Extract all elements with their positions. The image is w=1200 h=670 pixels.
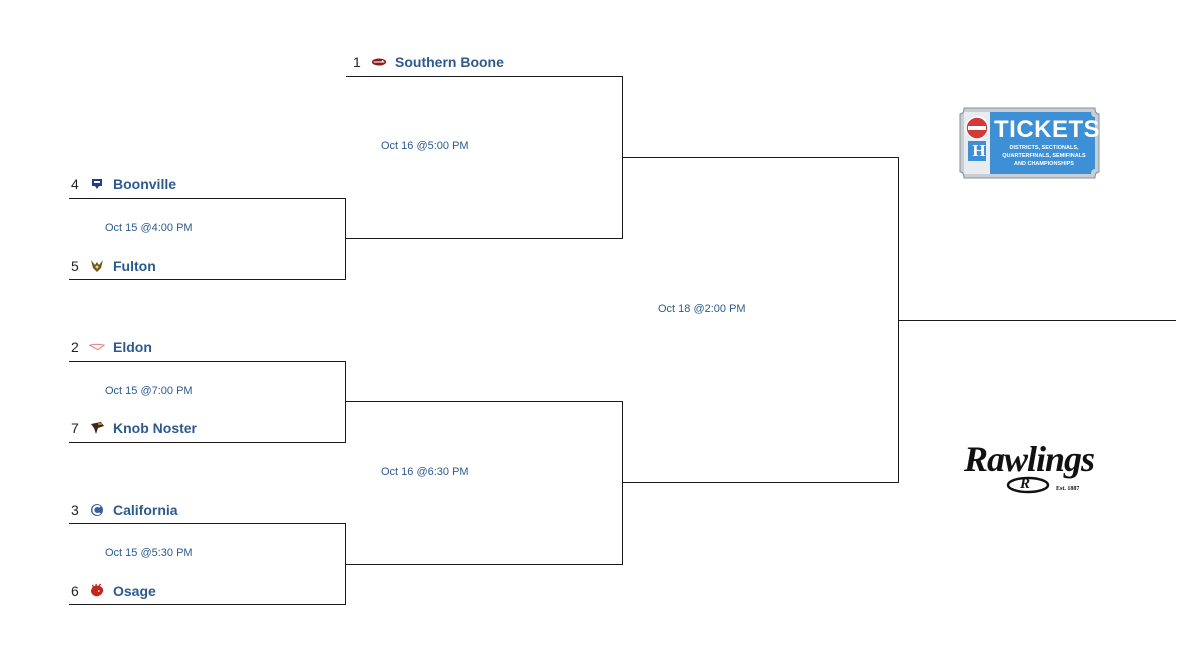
tickets-title: TICKETS [994,116,1101,143]
team-california[interactable]: 3 California [71,500,178,520]
tickets-badge-letter: H [972,141,986,160]
seed-number: 7 [71,420,79,436]
team-name[interactable]: Eldon [113,339,152,355]
team-name[interactable]: California [113,502,178,518]
bracket-line [346,564,623,565]
seed-number: 5 [71,258,79,274]
bracket-line [345,361,346,443]
bracket-line [622,76,623,239]
game-time-semi-bot[interactable]: Oct 16 @6:30 PM [381,466,469,478]
team-boonville[interactable]: 4 Boonville [71,174,176,194]
seed-number: 3 [71,502,79,518]
bracket-line [69,198,346,199]
seed-number: 4 [71,176,79,192]
bracket-line [623,482,899,483]
eldon-logo-icon [89,339,105,355]
bracket-line [346,238,623,239]
team-name[interactable]: Knob Noster [113,420,197,436]
team-name[interactable]: Boonville [113,176,177,192]
champion-line [899,320,1176,321]
fulton-logo-icon [89,258,105,274]
osage-logo-icon [89,583,105,599]
game-time-r1-top[interactable]: Oct 15 @4:00 PM [105,222,193,234]
bracket-line [69,523,346,524]
bracket-line [69,361,346,362]
bracket-line [69,279,346,280]
team-name[interactable]: Osage [113,583,156,599]
rawlings-swoosh [1006,476,1050,494]
team-fulton[interactable]: 5 Fulton [71,256,156,276]
team-name[interactable]: Southern Boone [395,54,504,70]
bracket-line [345,198,346,280]
tickets-line-2: QUARTERFINALS, SEMIFINALS [1002,153,1086,159]
bracket-line [346,401,623,402]
team-eldon[interactable]: 2 Eldon [71,337,152,357]
tickets-line-1: DISTRICTS, SECTIONALS, [1009,145,1079,151]
rawlings-emblem: R [1020,476,1031,492]
southern-boone-logo-icon [371,54,387,70]
team-southern-boone[interactable]: 1 Southern Boone [353,52,504,72]
tickets-line-3: AND CHAMPIONSHIPS [1014,161,1074,167]
bracket-line [346,76,623,77]
boonville-logo-icon [89,176,105,192]
seed-number: 1 [353,54,361,70]
team-knob-noster[interactable]: 7 Knob Noster [71,418,197,438]
game-time-r1-bot[interactable]: Oct 15 @5:30 PM [105,547,193,559]
game-time-final[interactable]: Oct 18 @2:00 PM [658,303,746,315]
california-logo-icon [89,502,105,518]
rawlings-wordmark: Rawlings [964,439,1095,479]
team-osage[interactable]: 6 Osage [71,581,156,601]
bracket-line [898,157,899,483]
game-time-semi-top[interactable]: Oct 16 @5:00 PM [381,140,469,152]
seed-number: 2 [71,339,79,355]
team-name[interactable]: Fulton [113,258,156,274]
bracket-line [622,401,623,565]
tickets-ad[interactable]: H TICKETS DISTRICTS, SECTIONALS, QUARTER… [958,106,1101,180]
game-time-r1-mid[interactable]: Oct 15 @7:00 PM [105,385,193,397]
rawlings-ad[interactable]: Rawlings R Est. 1887 [962,438,1102,498]
bracket-line [623,157,899,158]
bracket-line [69,604,346,605]
rawlings-est: Est. 1887 [1056,486,1080,492]
bracket-line [345,523,346,605]
bracket-line [69,442,346,443]
knob-noster-logo-icon [89,420,105,436]
seed-number: 6 [71,583,79,599]
